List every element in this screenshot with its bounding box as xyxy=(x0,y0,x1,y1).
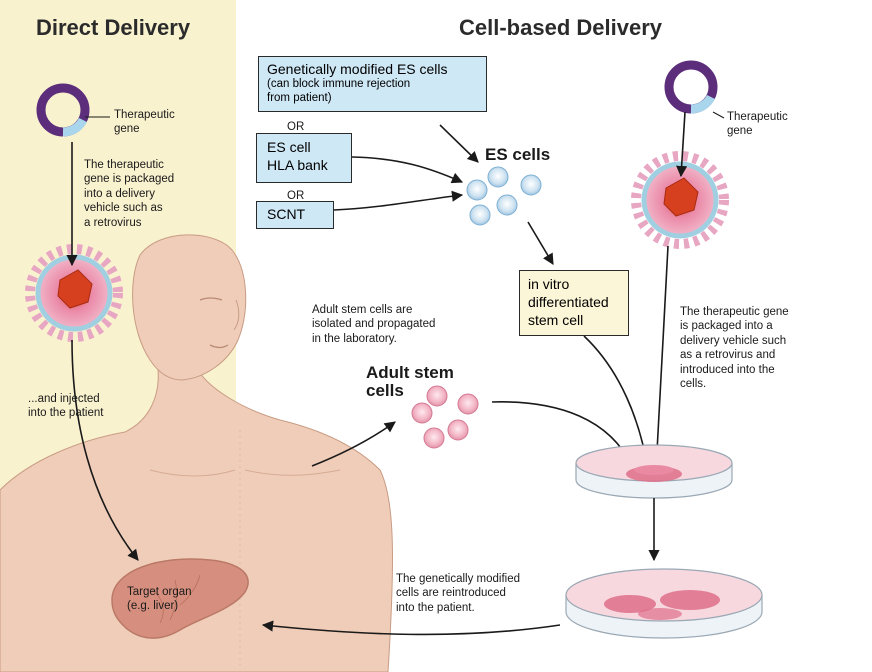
upper-petri-dish xyxy=(575,444,733,499)
text-line: from patient) xyxy=(267,91,332,104)
text-line: in vitro xyxy=(528,276,570,292)
text-line: (can block immune rejection xyxy=(267,77,411,90)
text-line: Genetically modified ES cells xyxy=(267,61,448,77)
text-line: cells. xyxy=(680,377,707,390)
in-vitro-box: in vitro differentiated stem cell xyxy=(519,270,629,336)
text-line: isolated and propagated xyxy=(312,318,436,331)
text-line: The therapeutic gene xyxy=(680,306,789,318)
es-modified-box: Genetically modified ES cells (can block… xyxy=(258,56,487,112)
left-packaged-text: The therapeutic gene is packaged into a … xyxy=(84,158,174,230)
text-line: cells are reintroduced xyxy=(396,587,506,600)
text-line: is packaged into a xyxy=(680,320,773,333)
text-line: Adult stem cells are xyxy=(312,304,413,316)
text-line: The therapeutic xyxy=(84,159,164,171)
right-plasmid xyxy=(664,60,718,114)
text-line: introduced into the xyxy=(680,363,775,376)
text-line: Adult stem xyxy=(366,363,454,382)
direct-delivery-heading: Direct Delivery xyxy=(36,15,191,40)
liver xyxy=(111,558,249,639)
right-packaged-text: The therapeutic gene is packaged into a … xyxy=(680,305,789,391)
text-line: ...and injected xyxy=(28,393,100,405)
adult-stem-cells-cluster xyxy=(411,385,479,449)
scnt-box: SCNT xyxy=(256,201,334,229)
text-line: into the patient xyxy=(28,407,104,420)
text-line: a retrovirus xyxy=(84,216,142,229)
right-virus xyxy=(631,151,729,249)
arrow-reintroduce xyxy=(261,620,561,636)
text-line: ES cell xyxy=(267,139,311,155)
target-organ-label: Target organ (e.g. liver) xyxy=(127,585,192,614)
es-cells-label: ES cells xyxy=(485,145,551,164)
hla-bank-box: ES cell HLA bank xyxy=(256,133,352,183)
patient-figure xyxy=(0,234,394,672)
or-label-2: OR xyxy=(287,190,305,202)
text-line: SCNT xyxy=(267,206,306,222)
text-line: in the laboratory. xyxy=(312,332,397,345)
text-line: vehicle such as xyxy=(84,202,163,215)
text-line: HLA bank xyxy=(267,157,328,174)
right-gene-label: Therapeutic gene xyxy=(727,110,788,139)
text-line: (e.g. liver) xyxy=(127,600,179,613)
left-plasmid xyxy=(36,83,90,137)
text-line: into the patient. xyxy=(396,601,475,614)
text-line: stem cell xyxy=(528,312,584,329)
lower-petri-dish xyxy=(565,568,763,639)
text-line: as a retrovirus and xyxy=(680,349,776,362)
text-line: cells xyxy=(366,380,404,400)
text-line: gene is packaged xyxy=(84,173,175,186)
arrow-virus-to-organ xyxy=(71,339,139,561)
injected-text: ...and injected into the patient xyxy=(28,392,103,421)
es-cells-cluster xyxy=(466,166,542,226)
text-line: Therapeutic xyxy=(727,111,788,123)
left-virus xyxy=(25,244,123,342)
text-line: into a delivery xyxy=(84,187,155,200)
text-line: gene xyxy=(727,125,753,138)
reintroduced-text: The genetically modified cells are reint… xyxy=(396,572,520,615)
adult-isolated-text: Adult stem cells are isolated and propag… xyxy=(312,303,435,346)
or-label-1: OR xyxy=(287,121,305,133)
text-line: delivery vehicle such xyxy=(680,334,787,347)
cell-based-delivery-heading: Cell-based Delivery xyxy=(459,15,662,40)
text-line: The genetically modified xyxy=(396,573,521,585)
text-line: Therapeutic xyxy=(114,109,175,121)
text-line: Target organ xyxy=(127,586,192,598)
left-gene-label: Therapeutic gene xyxy=(114,108,175,137)
text-line: gene xyxy=(114,123,140,136)
text-line: differentiated xyxy=(528,294,609,311)
adult-stem-cells-label: Adult stem cells xyxy=(366,364,454,400)
